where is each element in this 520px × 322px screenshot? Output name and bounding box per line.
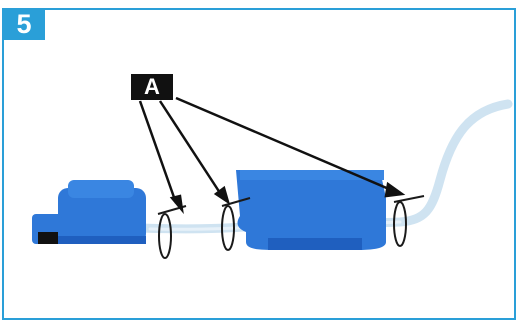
callout-leader-lines [138,96,406,215]
reservoir-unit [236,170,386,250]
callout-label-a: A [131,74,173,100]
tube-clip [221,197,251,251]
step-number-badge: 5 [3,8,45,40]
tube-clip [393,195,425,247]
figure-border [2,8,516,320]
pump-unit [32,180,146,244]
